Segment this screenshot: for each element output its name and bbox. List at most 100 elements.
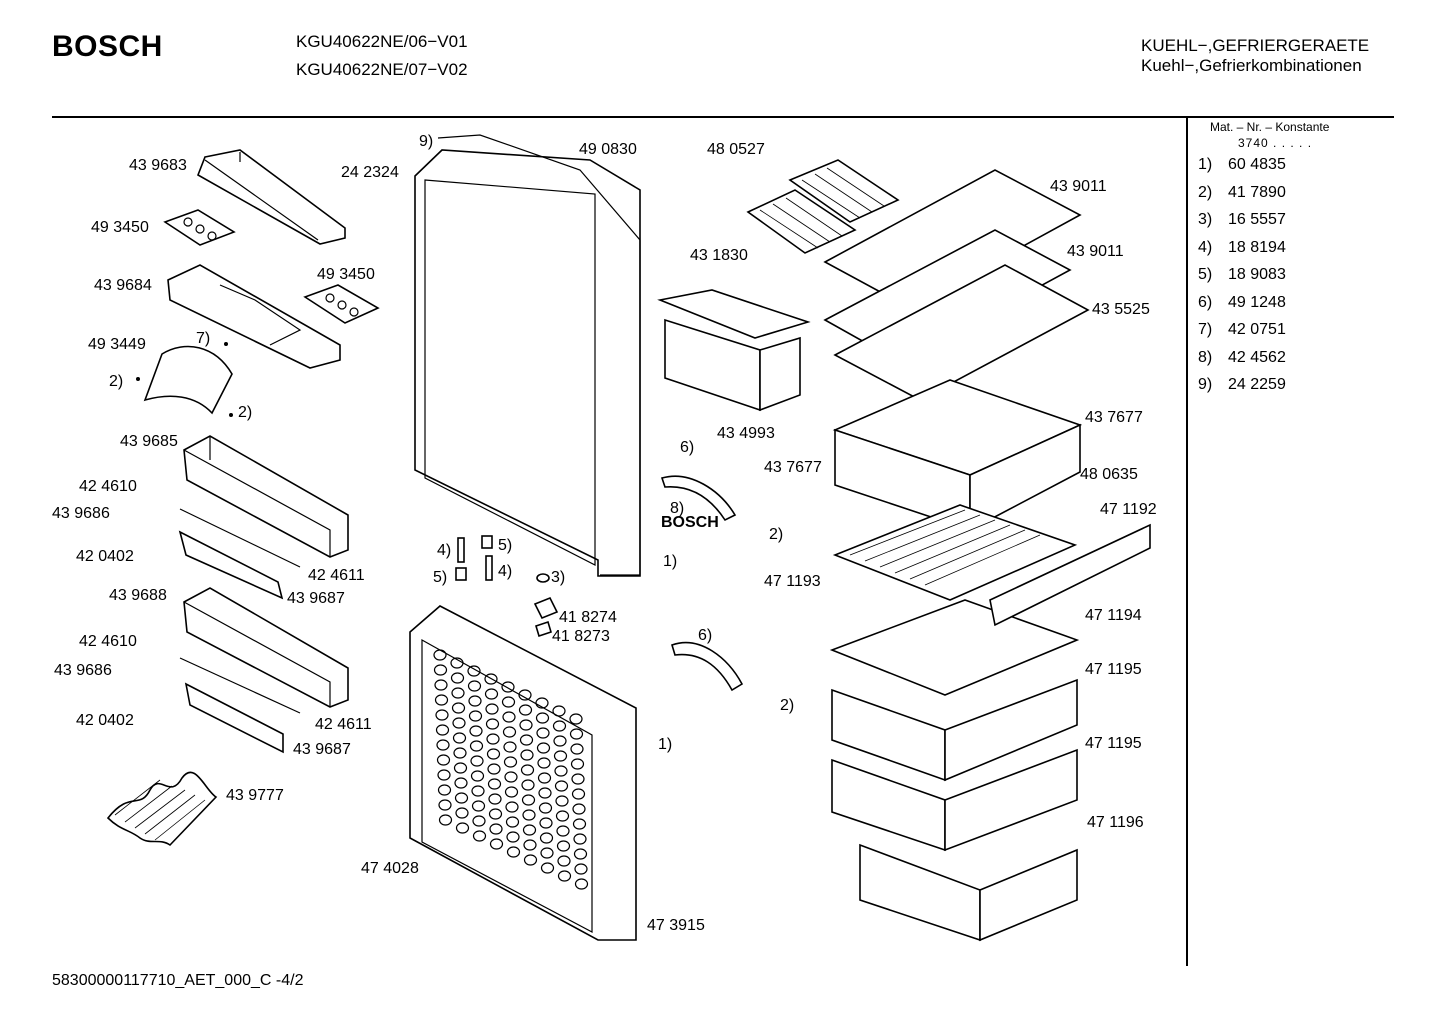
bottle-rack[interactable] <box>106 771 218 847</box>
door-dimple <box>554 780 569 792</box>
door-dimple <box>468 695 482 707</box>
door-dimple <box>505 816 520 828</box>
part-callout: 47 1195 <box>1085 661 1142 678</box>
door-shelf-middle[interactable] <box>178 435 349 600</box>
part-callout: 5) <box>433 569 447 586</box>
door-dimple <box>520 749 534 761</box>
legend-row: 3)16 5557 <box>1198 211 1286 239</box>
door-dimple <box>501 696 516 708</box>
door-dimple <box>450 657 464 669</box>
part-callout: 47 4028 <box>361 860 419 877</box>
part-callout: 43 9687 <box>287 590 345 607</box>
door-dimple <box>540 862 555 874</box>
door-dimple <box>452 717 466 729</box>
legend-part-number: 60 4835 <box>1228 156 1286 173</box>
legend-key: 4) <box>1198 238 1213 256</box>
door-dimple <box>433 664 448 676</box>
door-dimple <box>572 803 586 815</box>
door-dimple <box>454 792 469 804</box>
door-dimple <box>518 704 533 716</box>
freezer-door-seal[interactable] <box>409 605 637 941</box>
door-dimple <box>485 703 499 715</box>
part-callout: 3) <box>551 569 565 586</box>
door-dimple <box>484 688 499 700</box>
ice-cube-trays[interactable] <box>746 159 900 254</box>
part-callout: 43 7677 <box>764 459 822 476</box>
part-callout: 43 4993 <box>717 425 775 442</box>
screws-hinge <box>455 535 559 638</box>
door-dimple <box>553 735 567 747</box>
door-dimple <box>467 680 482 692</box>
door-dimple <box>487 763 501 775</box>
door-dimple <box>557 855 571 867</box>
door-dimple <box>503 741 517 753</box>
part-callout: 41 8273 <box>552 628 610 645</box>
part-callout: 49 0830 <box>579 141 637 158</box>
legend-part-number: 42 4562 <box>1228 348 1286 366</box>
door-shelf-top[interactable] <box>197 149 346 245</box>
egg-tray-2[interactable] <box>303 284 380 324</box>
part-callout: 43 9688 <box>109 587 167 604</box>
door-dimple <box>552 705 566 717</box>
door-dimple <box>485 718 500 730</box>
legend-part-number: 42 0751 <box>1228 321 1286 338</box>
crisper-cover-grid[interactable] <box>832 504 1078 601</box>
part-callout: 43 9011 <box>1067 243 1124 260</box>
door-dimple <box>570 743 584 755</box>
door-dimple <box>450 672 465 684</box>
door-dimple <box>488 793 502 805</box>
legend-row: 1)60 4835 <box>1198 156 1286 184</box>
legend-part-number: 18 9083 <box>1228 266 1286 283</box>
door-dimple <box>489 823 503 835</box>
door-dimple <box>470 755 484 767</box>
door-dimple <box>437 784 452 796</box>
model-number-2: KGU40622NE/07−V02 <box>296 60 468 79</box>
part-callout: 1) <box>663 553 677 570</box>
legend-divider <box>1186 116 1188 966</box>
door-dimple <box>451 702 466 714</box>
freezer-small-drawer[interactable] <box>657 289 811 412</box>
part-callout: 6) <box>698 627 712 644</box>
part-callout: 41 8274 <box>559 609 617 626</box>
door-dimple <box>569 713 583 725</box>
side-rail[interactable] <box>989 523 1151 627</box>
door-dimple <box>504 786 519 798</box>
door-dimple <box>472 830 487 842</box>
door-dimple <box>574 863 588 875</box>
door-dimple <box>519 734 534 746</box>
fridge-door-seal[interactable] <box>414 134 641 577</box>
door-dimple <box>453 762 468 774</box>
part-callout: 43 9683 <box>129 157 187 174</box>
door-dimple <box>505 801 519 813</box>
door-shelf-lower[interactable] <box>179 587 349 754</box>
door-dimple <box>468 710 483 722</box>
handle-bar-upper[interactable] <box>660 475 737 522</box>
door-dimple <box>471 800 486 812</box>
door-dimple <box>502 711 516 723</box>
part-callout: 8) <box>670 500 684 517</box>
freezer-drawers[interactable] <box>829 599 1080 942</box>
vegetable-crispers[interactable] <box>832 379 1083 532</box>
door-dimple <box>486 733 500 745</box>
legend-row: 7)42 0751 <box>1198 321 1286 349</box>
door-dimple <box>556 840 571 852</box>
part-callout: 43 9686 <box>52 505 110 522</box>
part-callout: 48 0635 <box>1080 466 1138 483</box>
door-dimple <box>537 757 551 769</box>
door-dimple <box>572 818 587 830</box>
door-dimple <box>571 788 586 800</box>
handle-bar-lower[interactable] <box>671 641 744 692</box>
egg-tray-1[interactable] <box>163 209 236 246</box>
part-callout: 43 9687 <box>293 741 351 758</box>
door-dimple <box>469 740 484 752</box>
door-dimple <box>504 771 518 783</box>
door-dimple <box>470 770 485 782</box>
flap-cover[interactable] <box>136 342 233 417</box>
part-callout: 43 7677 <box>1085 409 1143 426</box>
door-dimple <box>438 814 453 826</box>
door-dimple <box>539 817 553 829</box>
door-shelf-divided[interactable] <box>167 264 341 369</box>
door-dimple <box>472 815 486 827</box>
door-dimple <box>521 794 536 806</box>
glass-shelves[interactable] <box>823 169 1090 401</box>
